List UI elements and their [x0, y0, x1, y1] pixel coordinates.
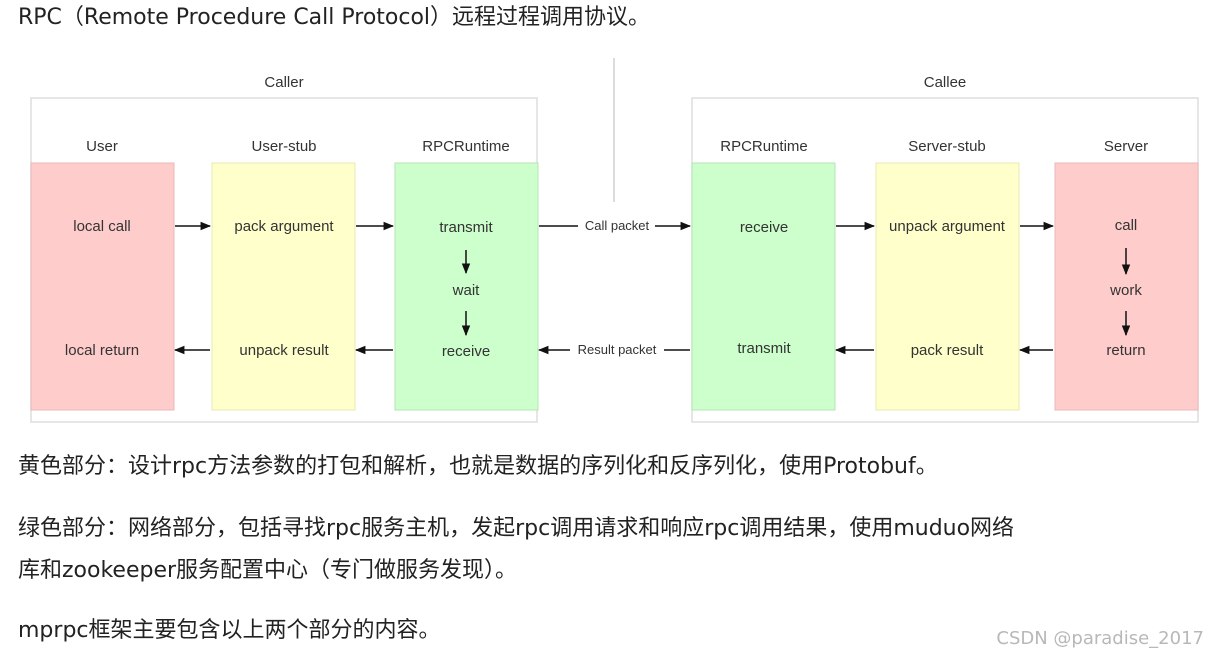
- server-call-text: call: [1115, 217, 1138, 234]
- green-part-paragraph-line2: 库和zookeeper服务配置中心（专门做服务发现）。: [18, 558, 518, 583]
- caller-label: Caller: [264, 74, 303, 91]
- callee-label: Callee: [924, 74, 967, 91]
- caller-receive-text: receive: [442, 343, 490, 360]
- callee-receive-text: receive: [740, 219, 788, 236]
- unpack-result-text: unpack result: [239, 342, 329, 359]
- user-stub-box: [211, 162, 356, 411]
- server-box: [1054, 162, 1199, 411]
- callee-transmit-text: transmit: [737, 340, 791, 357]
- caller-transmit-text: transmit: [439, 219, 493, 236]
- user-box: [30, 162, 175, 411]
- user-stub-header: User-stub: [251, 138, 316, 155]
- caller-runtime-box: [394, 162, 539, 411]
- yellow-part-paragraph: 黄色部分：设计rpc方法参数的打包和解析，也就是数据的序列化和反序列化，使用Pr…: [18, 454, 938, 479]
- rpc-flow-diagram: Caller Callee User User-stub RPCRuntime …: [30, 58, 1199, 423]
- caller-runtime-header: RPCRuntime: [422, 138, 510, 155]
- callee-runtime-box: [691, 162, 836, 411]
- callee-runtime-header: RPCRuntime: [720, 138, 808, 155]
- caller-wait-text: wait: [452, 282, 481, 299]
- unpack-argument-text: unpack argument: [889, 218, 1006, 235]
- server-return-text: return: [1106, 342, 1145, 359]
- local-return-text: local return: [65, 342, 139, 359]
- server-stub-box: [875, 162, 1020, 411]
- server-work-text: work: [1109, 282, 1142, 299]
- server-stub-header: Server-stub: [908, 138, 986, 155]
- summary-paragraph: mprpc框架主要包含以上两个部分的内容。: [18, 618, 441, 643]
- page-title: RPC（Remote Procedure Call Protocol）远程过程调…: [18, 5, 651, 30]
- result-packet-label: Result packet: [578, 342, 657, 357]
- green-part-paragraph-line1: 绿色部分：网络部分，包括寻找rpc服务主机，发起rpc调用请求和响应rpc调用结…: [18, 516, 1015, 541]
- call-packet-label: Call packet: [585, 218, 650, 233]
- pack-argument-text: pack argument: [234, 218, 334, 235]
- watermark: CSDN @paradise_2017: [996, 628, 1204, 649]
- pack-result-text: pack result: [911, 342, 984, 359]
- local-call-text: local call: [73, 218, 131, 235]
- user-header: User: [86, 138, 118, 155]
- server-header: Server: [1104, 138, 1148, 155]
